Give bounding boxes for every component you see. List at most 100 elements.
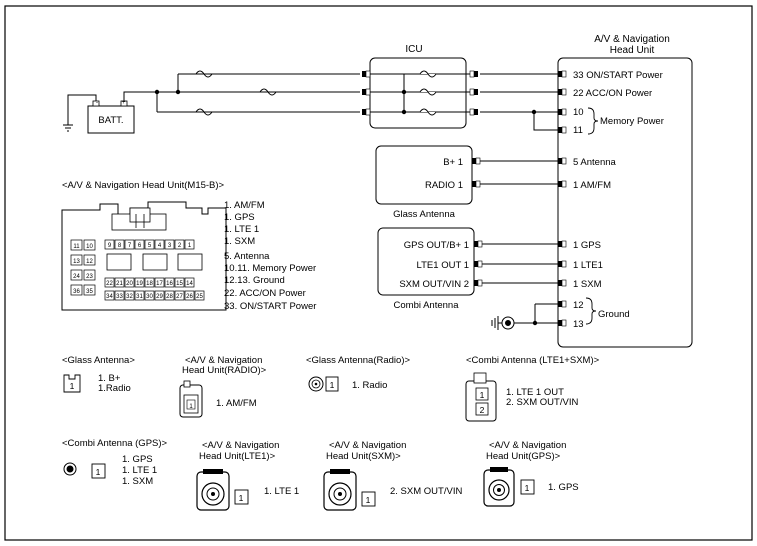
pin-36-cell <box>70 284 83 296</box>
combi-antenna-pin-gps: GPS OUT/B+ 1 <box>404 240 469 251</box>
legend-hu-radio: <A/V & Navigation Head Unit(RADIO)> 1 1.… <box>179 355 267 418</box>
legend-combi-gps-line-1: 1. LTE 1 <box>122 465 157 476</box>
legend-hu-lte1: <A/V & Navigation Head Unit(LTE1)> 1 1. … <box>196 440 299 511</box>
legend-combi-gps-title: <Combi Antenna (GPS)> <box>62 438 168 449</box>
pin-3: 3 <box>168 243 172 249</box>
pin-32-cell <box>124 290 135 301</box>
pin-31: 31 <box>136 294 143 300</box>
icu-box: ICU <box>362 44 558 131</box>
pin-21: 21 <box>116 281 123 287</box>
legend-hu-gps: <A/V & Navigation Head Unit(GPS)> 1 1. G… <box>483 440 579 507</box>
pin-33: 33 <box>116 294 123 300</box>
pin-24: 24 <box>73 274 80 280</box>
legend-hu-sxm-line-0: 2. SXM OUT/VIN <box>390 486 462 497</box>
legend-hu-lte1-title-2: Head Unit(LTE1)> <box>199 451 276 462</box>
connector-legend-3: 1. SXM <box>224 236 255 247</box>
legend-glass-antenna-radio-pin: 1 <box>330 380 335 390</box>
combi-antenna-pin-lte: LTE1 OUT 1 <box>417 260 469 271</box>
pin-3-cell <box>164 239 175 250</box>
pin-2: 2 <box>178 243 182 249</box>
legend-glass-antenna-radio-title: <Glass Antenna(Radio)> <box>306 355 410 366</box>
legend-combi-lte-sxm-line-0: 1. LTE 1 OUT <box>506 387 564 398</box>
legend-combi-lte-sxm: <Combi Antenna (LTE1+SXM)> 1 2 1. LTE 1 … <box>465 355 600 422</box>
pin-11-cell <box>70 239 83 251</box>
memory-power-label: Memory Power <box>600 116 664 127</box>
pin-27-cell <box>174 290 185 301</box>
pin-10-label: 10 <box>573 107 584 118</box>
pin-11-label: 11 <box>573 125 583 136</box>
connector-key-2 <box>177 253 203 271</box>
legend-glass-antenna-radio: <Glass Antenna(Radio)> 1 1. Radio <box>306 355 410 392</box>
memory-power-brace <box>587 107 599 135</box>
legend-hu-gps-line-0: 1. GPS <box>548 482 579 493</box>
legend-hu-sxm-title-1: <A/V & Navigation <box>329 440 406 451</box>
pin-31-cell <box>134 290 145 301</box>
pin-27: 27 <box>176 294 183 300</box>
icu-label: ICU <box>405 44 422 55</box>
legend-hu-radio-pin: 1 <box>189 404 193 410</box>
legend-combi-lte-sxm-pin-2: 2 <box>480 405 485 415</box>
pin-1: 1 <box>188 243 192 249</box>
glass-antenna-pin-b: B+ 1 <box>443 157 463 168</box>
pin-19-cell <box>134 277 145 288</box>
pin-16: 16 <box>166 281 173 287</box>
pin-6-cell <box>134 239 145 250</box>
head-unit-box: A/V & Navigation Head Unit 33 ON/START P… <box>557 34 693 348</box>
pin-35: 35 <box>86 289 93 295</box>
pin-1-sxm-label: 1 SXM <box>573 279 602 290</box>
pin-28: 28 <box>166 294 173 300</box>
pin-1-amfm-label: 1 AM/FM <box>573 180 611 191</box>
legend-combi-gps: <Combi Antenna (GPS)> 1 1. GPS 1. LTE 1 … <box>62 438 168 487</box>
connector-legend-1: 1. GPS <box>224 212 255 223</box>
pin-22: 22 <box>106 281 113 287</box>
legend-hu-gps-pin: 1 <box>525 483 530 493</box>
pin-12-cell <box>83 254 96 266</box>
pin-34: 34 <box>106 294 113 300</box>
pin-18-cell <box>144 277 155 288</box>
pin-6: 6 <box>138 243 142 249</box>
pin-8: 8 <box>118 243 122 249</box>
battery-ground-wire <box>63 94 97 132</box>
legend-glass-antenna-radio-line-0: 1. Radio <box>352 380 387 391</box>
connector-key-1 <box>142 253 168 271</box>
power-feed-wires <box>123 70 360 116</box>
connector-key-0 <box>106 253 132 271</box>
glass-antenna-box: B+ 1 RADIO 1 Glass Antenna <box>375 145 558 220</box>
pin-25: 25 <box>196 294 203 300</box>
pin-33-label: 33 ON/START Power <box>573 70 663 81</box>
pin-5-label: 5 Antenna <box>573 157 617 168</box>
pin-14: 14 <box>186 281 193 287</box>
legend-hu-sxm-title-2: Head Unit(SXM)> <box>326 451 401 462</box>
pin-32: 32 <box>126 294 133 300</box>
pin-21-cell <box>114 277 125 288</box>
legend-glass-antenna-pin: 1 <box>70 381 75 391</box>
legend-hu-sxm: <A/V & Navigation Head Unit(SXM)> 1 2. S… <box>323 440 462 511</box>
legend-combi-gps-line-0: 1. GPS <box>122 454 153 465</box>
pin-25-cell <box>194 290 205 301</box>
pin-22-cell <box>104 277 115 288</box>
pin-16-cell <box>164 277 175 288</box>
pin-30-cell <box>144 290 155 301</box>
pin-13: 13 <box>73 259 80 265</box>
diagram-frame <box>4 5 753 541</box>
pin-26: 26 <box>186 294 193 300</box>
head-unit-title-1: A/V & Navigation <box>594 34 670 45</box>
pin-1-lte-label: 1 LTE1 <box>573 260 603 271</box>
pin-23-cell <box>83 269 96 281</box>
legend-hu-lte1-pin: 1 <box>239 493 244 503</box>
pin-11: 11 <box>73 244 80 250</box>
legend-hu-lte1-line-0: 1. LTE 1 <box>264 486 299 497</box>
pin-5: 5 <box>148 243 152 249</box>
connector-legend-8: 33. ON/START Power <box>224 301 316 312</box>
pin-23: 23 <box>86 274 93 280</box>
combi-antenna-label: Combi Antenna <box>394 300 460 311</box>
legend-hu-radio-line-0: 1. AM/FM <box>216 398 257 409</box>
svg-text:-: - <box>96 100 98 106</box>
legend-hu-gps-title-2: Head Unit(GPS)> <box>486 451 561 462</box>
pin-15-cell <box>174 277 185 288</box>
legend-glass-antenna: <Glass Antenna> 1 1. B+ 1.Radio <box>62 355 135 394</box>
connector-legend-7: 22. ACC/ON Power <box>224 288 306 299</box>
connector-legend-5: 10.11. Memory Power <box>224 263 316 274</box>
